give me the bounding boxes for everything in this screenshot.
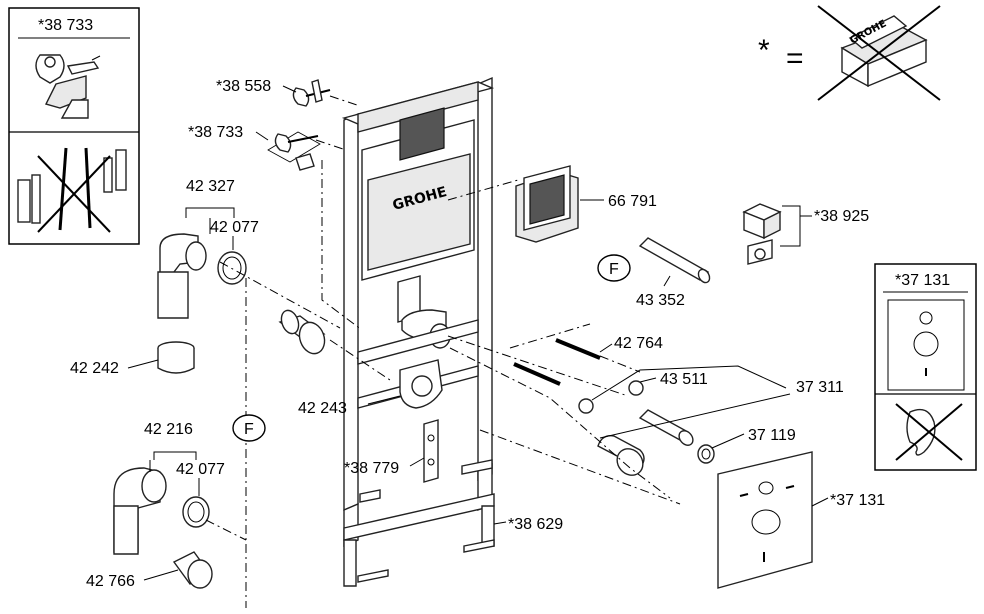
seal-ring-37119 bbox=[697, 444, 715, 464]
wall-anchor-38558 bbox=[292, 79, 331, 107]
label-38925: *38 925 bbox=[814, 208, 869, 225]
adapter-42242 bbox=[157, 341, 195, 374]
label-42242: 42 242 bbox=[70, 360, 119, 377]
sound-insulation-plate-37131 bbox=[717, 451, 813, 589]
label-37311: 37 311 bbox=[796, 379, 844, 396]
label-37131: *37 131 bbox=[830, 492, 885, 509]
svg-text:F: F bbox=[244, 421, 254, 438]
seal-42077-b bbox=[182, 496, 210, 528]
label-66791: 66 791 bbox=[608, 193, 657, 210]
legend-equals: = bbox=[786, 42, 804, 75]
label-42077-a: 42 077 bbox=[210, 219, 259, 236]
pipe-43352 bbox=[638, 237, 711, 284]
seal-42077-a bbox=[217, 251, 247, 285]
svg-text:F: F bbox=[609, 261, 619, 278]
label-43352: 43 352 bbox=[636, 292, 685, 309]
crossed-fixings-icon bbox=[17, 147, 127, 233]
bend-42327 bbox=[157, 233, 207, 319]
label-38629: *38 629 bbox=[508, 516, 563, 533]
box-38733-detail: *38 733 bbox=[8, 7, 140, 245]
label-42766: 42 766 bbox=[86, 573, 135, 590]
sleeve-42243 bbox=[278, 309, 326, 355]
clip-set-38925 bbox=[742, 203, 782, 265]
bracket-38733-icon bbox=[35, 54, 101, 119]
wall-bracket-38733 bbox=[267, 131, 321, 171]
label-42216: 42 216 bbox=[144, 421, 193, 438]
assembly-lines bbox=[205, 95, 681, 608]
threaded-rods-42764 bbox=[513, 338, 601, 386]
installation-frame: GROHE bbox=[341, 76, 495, 548]
label-42764: 42 764 bbox=[614, 335, 663, 352]
part-labels: *38 558 *38 733 42 327 42 077 42 242 42 … bbox=[70, 78, 885, 590]
bend-42216 bbox=[113, 467, 167, 555]
marker-f-2: F bbox=[232, 414, 266, 442]
holder-38779 bbox=[423, 419, 439, 483]
label-38558: *38 558 bbox=[216, 78, 271, 95]
cap-nuts-43511 bbox=[578, 380, 644, 414]
label-42243: 42 243 bbox=[298, 400, 347, 417]
connector-set-37311 bbox=[597, 409, 694, 476]
access-box-66791 bbox=[515, 165, 579, 243]
box-37131-title: *37 131 bbox=[895, 272, 950, 289]
support-frame-38629 bbox=[343, 493, 495, 587]
label-38779: *38 779 bbox=[344, 460, 399, 477]
box-37131-detail: *37 131 bbox=[874, 263, 977, 471]
legend-no-package: * = GROHE bbox=[758, 5, 941, 101]
label-37119: 37 119 bbox=[748, 427, 796, 444]
marker-f-1: F bbox=[597, 254, 631, 282]
legend-star: * bbox=[758, 34, 770, 67]
label-43511: 43 511 bbox=[660, 371, 708, 388]
box-38733-title: *38 733 bbox=[38, 17, 93, 34]
adapter-42766 bbox=[172, 551, 213, 589]
leader-lines bbox=[127, 85, 829, 581]
label-38733: *38 733 bbox=[188, 124, 243, 141]
package-crossed-icon: GROHE bbox=[817, 5, 941, 101]
label-42077-b: 42 077 bbox=[176, 461, 225, 478]
ear-crossed-icon bbox=[895, 403, 963, 461]
label-42327: 42 327 bbox=[186, 178, 235, 195]
